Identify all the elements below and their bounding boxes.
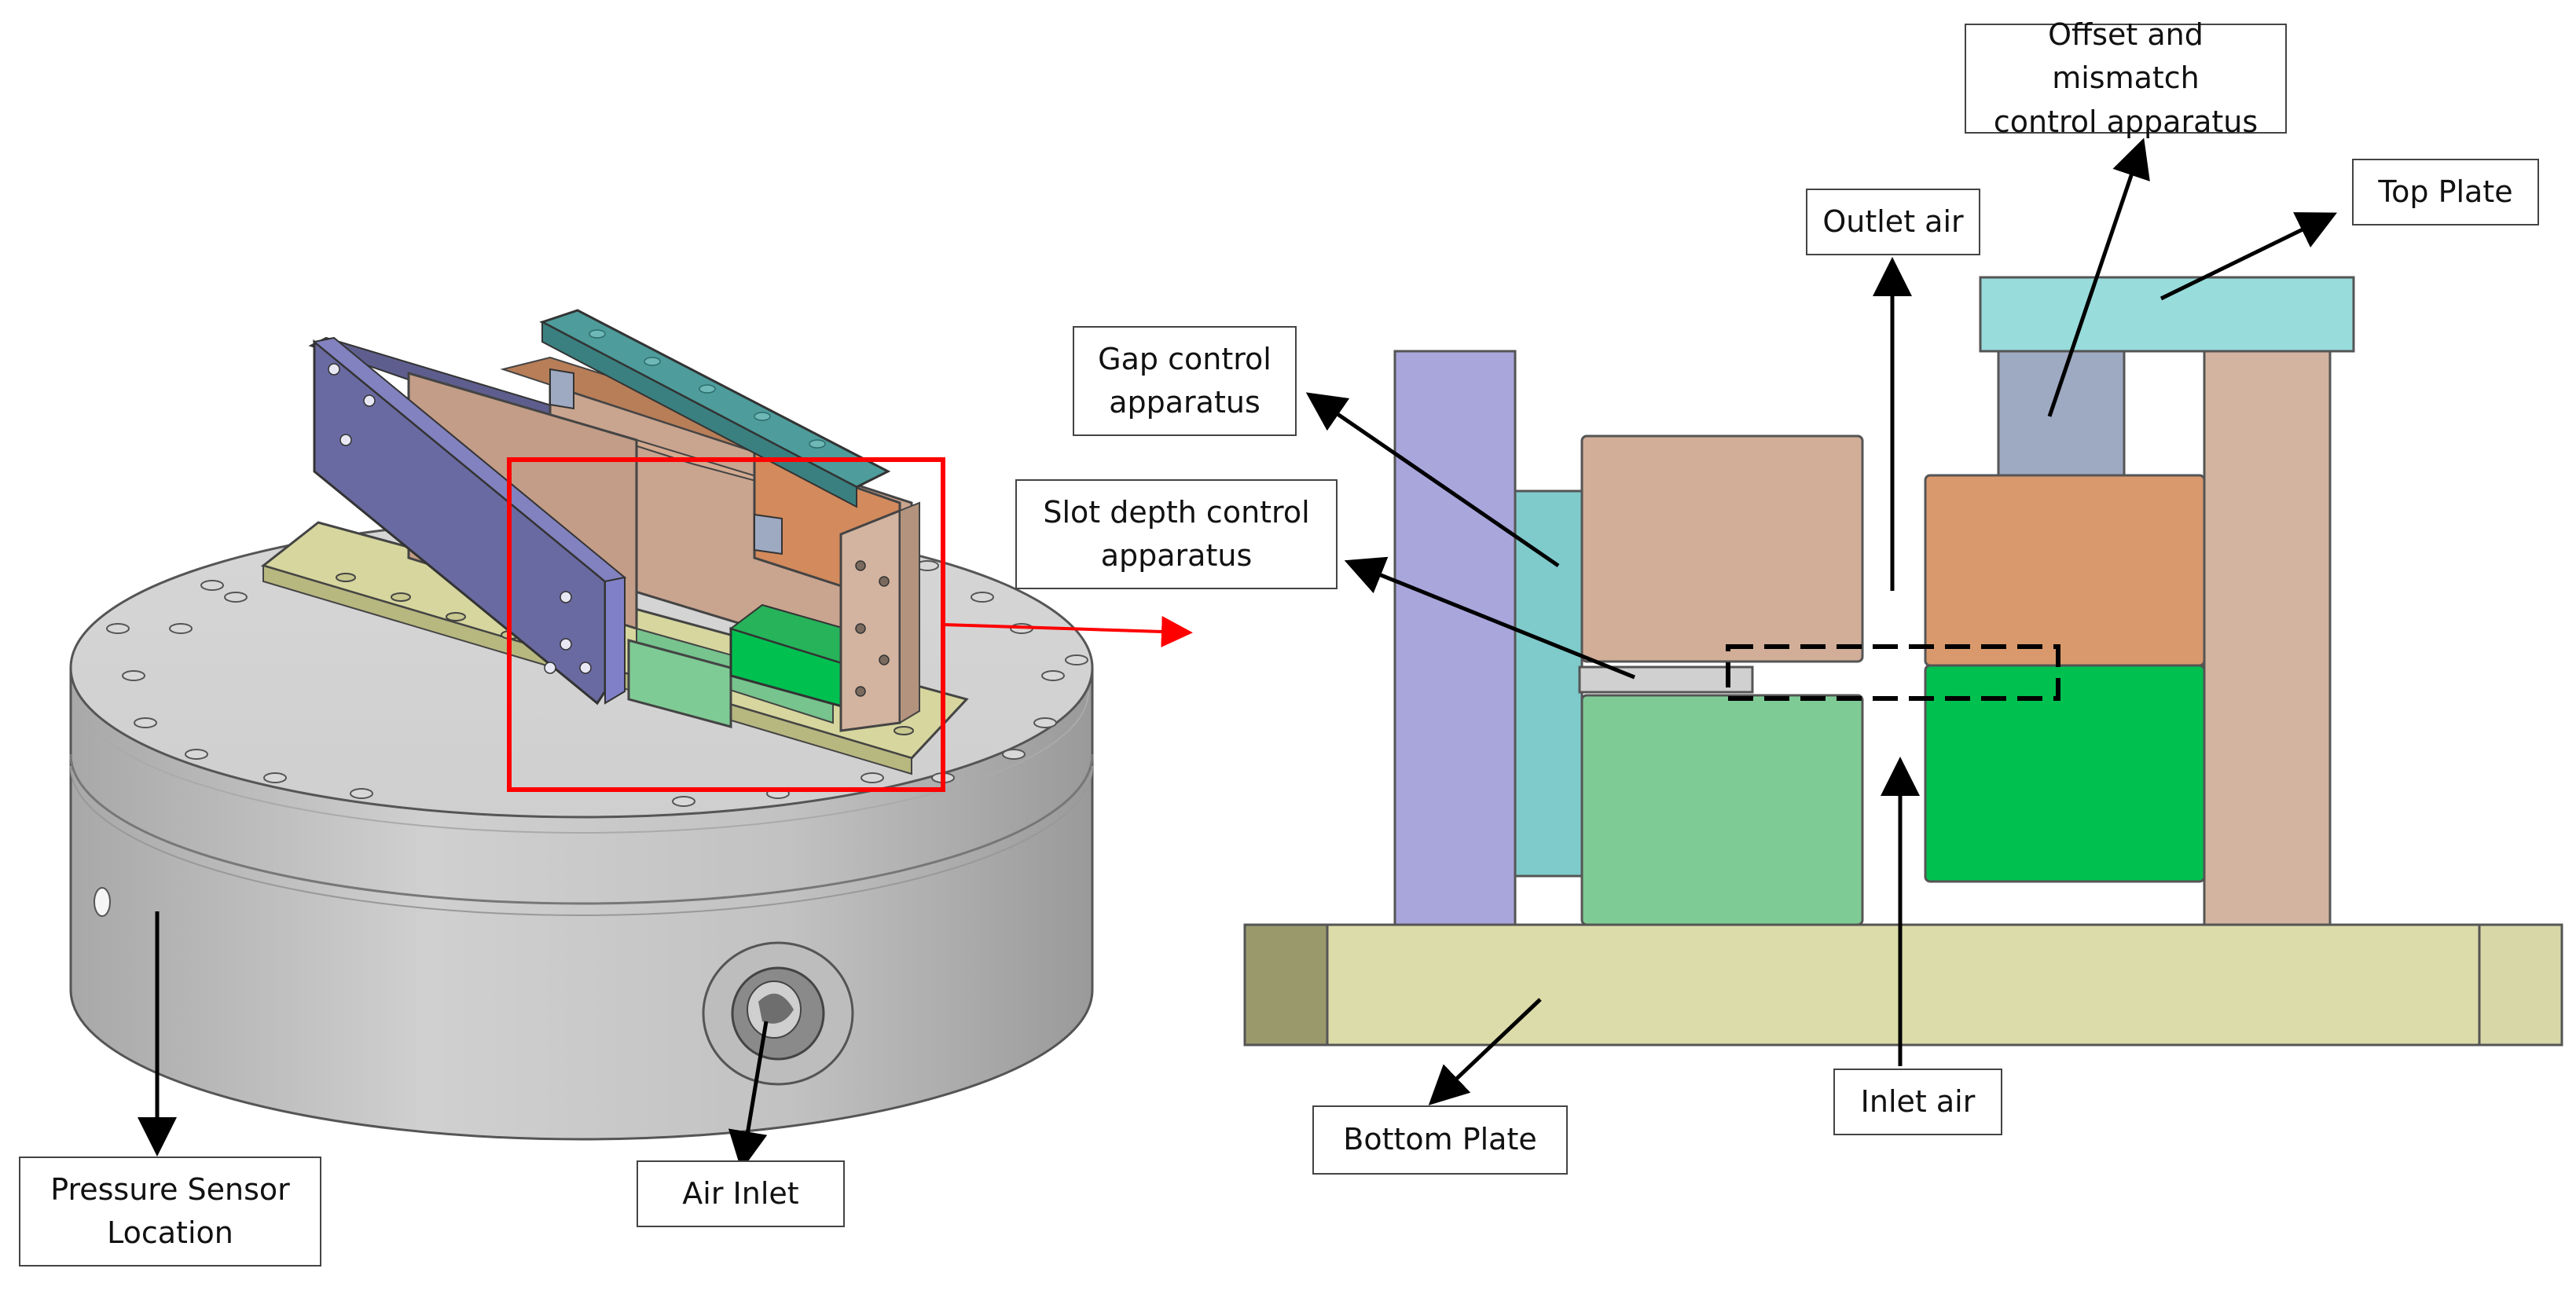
purple-side-plate <box>1393 350 1517 926</box>
top-plate-arrow <box>2160 212 2337 301</box>
bottom-plate-arrow <box>1428 998 1542 1105</box>
air-inlet-port <box>702 941 854 1086</box>
bottom-plate-left-end <box>1243 923 1329 1047</box>
bottom-plate-section <box>1243 923 2563 1047</box>
top-plate-label: Top Plate <box>2352 159 2539 225</box>
lower-right-block <box>1924 664 2206 883</box>
top-plate-section <box>1979 276 2355 353</box>
zoom-arrow <box>942 615 1193 647</box>
gap-control-label: Gap control apparatus <box>1073 326 1297 436</box>
offset-mismatch-arrow <box>2047 137 2150 417</box>
sensor-hole <box>94 887 111 917</box>
air-gap-highlight <box>1726 644 2060 701</box>
slot-depth-shim <box>1578 665 1754 694</box>
teal-block <box>1514 489 1583 878</box>
offset-block <box>1924 474 2206 667</box>
air-inlet-label: Air Inlet <box>637 1160 845 1227</box>
bottom-plate-right-end <box>2478 923 2563 1047</box>
slot-depth-arrow <box>1344 556 1635 680</box>
gap-control-arrow <box>1305 392 1560 568</box>
fixture-assembly-3d <box>260 309 969 775</box>
gap-control-block <box>1580 434 1864 663</box>
slot-depth-label: Slot depth control apparatus <box>1015 479 1338 589</box>
outlet-air-label: Outlet air <box>1806 189 1980 255</box>
bottom-plate-label: Bottom Plate <box>1312 1105 1568 1175</box>
lower-left-block <box>1580 694 1864 926</box>
air-inlet-arrow <box>728 1021 769 1171</box>
inlet-air-label: Inlet air <box>1833 1069 2002 1135</box>
pressure-sensor-label: Pressure Sensor Location <box>19 1157 321 1267</box>
cross-section <box>1243 276 2563 1047</box>
leader-arrows <box>138 137 2337 1171</box>
gray-post <box>1997 350 2126 478</box>
offset-mismatch-label: Offset and mismatch control apparatus <box>1965 17 2287 139</box>
beige-side-post <box>2203 350 2332 926</box>
